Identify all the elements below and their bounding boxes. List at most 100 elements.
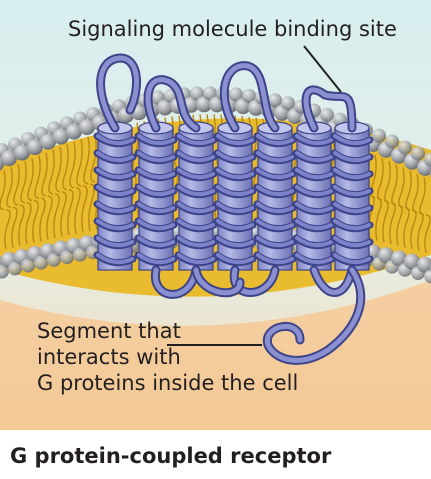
phospholipid-head xyxy=(320,107,334,122)
lipid-tail xyxy=(25,202,32,245)
figure-caption: G protein-coupled receptor xyxy=(10,444,332,468)
binding-site-label: Signaling molecule binding site xyxy=(68,17,397,41)
helix-coil xyxy=(256,236,294,248)
helix-coil xyxy=(177,219,215,231)
lipid-tail xyxy=(419,177,426,216)
lipid-tail xyxy=(34,155,41,199)
segment-label-line-1: Segment that xyxy=(37,319,181,343)
helix-coil xyxy=(96,219,134,231)
helix-coil xyxy=(256,151,294,163)
lipid-tail xyxy=(90,134,97,183)
helix-coil xyxy=(333,168,371,180)
phospholipid-head xyxy=(398,140,412,155)
helix-coil xyxy=(295,219,333,231)
intracellular-segment xyxy=(264,267,364,363)
lipid-tail xyxy=(20,161,27,204)
extracellular-loop xyxy=(303,87,355,131)
phospholipid-head xyxy=(417,256,431,273)
helix-coil xyxy=(137,236,175,248)
helix-coil xyxy=(216,151,254,163)
helix-coil xyxy=(295,236,333,248)
helix-coil xyxy=(177,151,215,163)
transmembrane-helix xyxy=(213,121,257,271)
phospholipid-head xyxy=(79,119,95,136)
lipid-tail xyxy=(377,157,384,201)
lipid-tail xyxy=(69,141,76,189)
transmembrane-helix xyxy=(93,121,137,271)
lipid-tail xyxy=(370,154,377,199)
lipid-tail xyxy=(48,149,55,195)
helix-coil xyxy=(256,253,294,265)
transmembrane-helix xyxy=(292,121,336,271)
lipid-tail xyxy=(13,164,20,206)
helix-coil xyxy=(256,134,294,146)
intracellular-segment xyxy=(231,267,278,295)
helix-coil xyxy=(177,236,215,248)
lipid-tail xyxy=(46,195,53,240)
phospholipid-head xyxy=(8,261,22,276)
lipid-tail xyxy=(11,206,18,248)
helix-coil xyxy=(333,253,371,265)
extracellular-loop xyxy=(145,77,199,131)
phospholipid-head xyxy=(40,133,56,150)
lipid-tail xyxy=(405,170,412,211)
helix-coil xyxy=(96,236,134,248)
phospholipid-head xyxy=(190,86,204,101)
phospholipid-head xyxy=(391,250,407,267)
helix-coil xyxy=(96,253,134,265)
lipid-tail xyxy=(4,208,11,250)
helix-coil xyxy=(216,168,254,180)
lipid-tail xyxy=(412,173,419,214)
membrane-illustration xyxy=(0,0,431,430)
helix-coil xyxy=(295,202,333,214)
helix-coil xyxy=(216,134,254,146)
helix-coil xyxy=(333,236,371,248)
lipid-tail xyxy=(6,167,13,209)
diagram-figure xyxy=(0,0,431,430)
helix-coil xyxy=(137,151,175,163)
phospholipid-head xyxy=(411,146,425,161)
helix-coil xyxy=(216,185,254,197)
helix-coil xyxy=(137,219,175,231)
transmembrane-helix xyxy=(174,121,218,271)
lipid-tail xyxy=(88,183,95,232)
binding-site-leader-line xyxy=(303,45,342,93)
phospholipid-head xyxy=(60,250,74,265)
extracellular-loop xyxy=(221,63,278,131)
helix-coil xyxy=(256,168,294,180)
segment-label-line-2: interacts with xyxy=(37,345,181,369)
transmembrane-helix xyxy=(330,121,374,271)
lipid-tail xyxy=(32,199,39,243)
helix-coil xyxy=(177,253,215,265)
helix-coil xyxy=(177,202,215,214)
helix-coil xyxy=(96,202,134,214)
lipid-tail xyxy=(384,160,391,204)
phospholipid-head xyxy=(27,139,43,156)
phospholipid-head xyxy=(424,269,431,284)
transmembrane-helix xyxy=(134,121,178,271)
lipid-tail xyxy=(18,204,25,247)
segment-label: Segment that interacts with G proteins i… xyxy=(37,318,298,396)
lipid-tail xyxy=(27,158,34,202)
helix-coil xyxy=(256,219,294,231)
lipid-tail xyxy=(60,191,67,237)
lipid-tail xyxy=(424,214,431,253)
phospholipid-head xyxy=(73,247,87,262)
helix-coil xyxy=(96,151,134,163)
lipid-tail xyxy=(0,170,6,211)
helix-coil xyxy=(177,134,215,146)
phospholipid-head xyxy=(21,258,35,273)
lipid-tail xyxy=(83,136,90,185)
helix-coil xyxy=(96,185,134,197)
helix-coil xyxy=(295,168,333,180)
lipid-tail xyxy=(76,138,83,187)
phospholipid-head xyxy=(424,152,431,167)
phospholipid-head xyxy=(242,88,256,103)
phospholipid-head xyxy=(1,150,17,167)
lipid-tail xyxy=(62,144,69,191)
phospholipid-head xyxy=(268,93,282,108)
helix-coil xyxy=(137,134,175,146)
lipid-tail xyxy=(67,189,74,236)
transmembrane-helix xyxy=(253,121,297,271)
helix-coil xyxy=(256,185,294,197)
